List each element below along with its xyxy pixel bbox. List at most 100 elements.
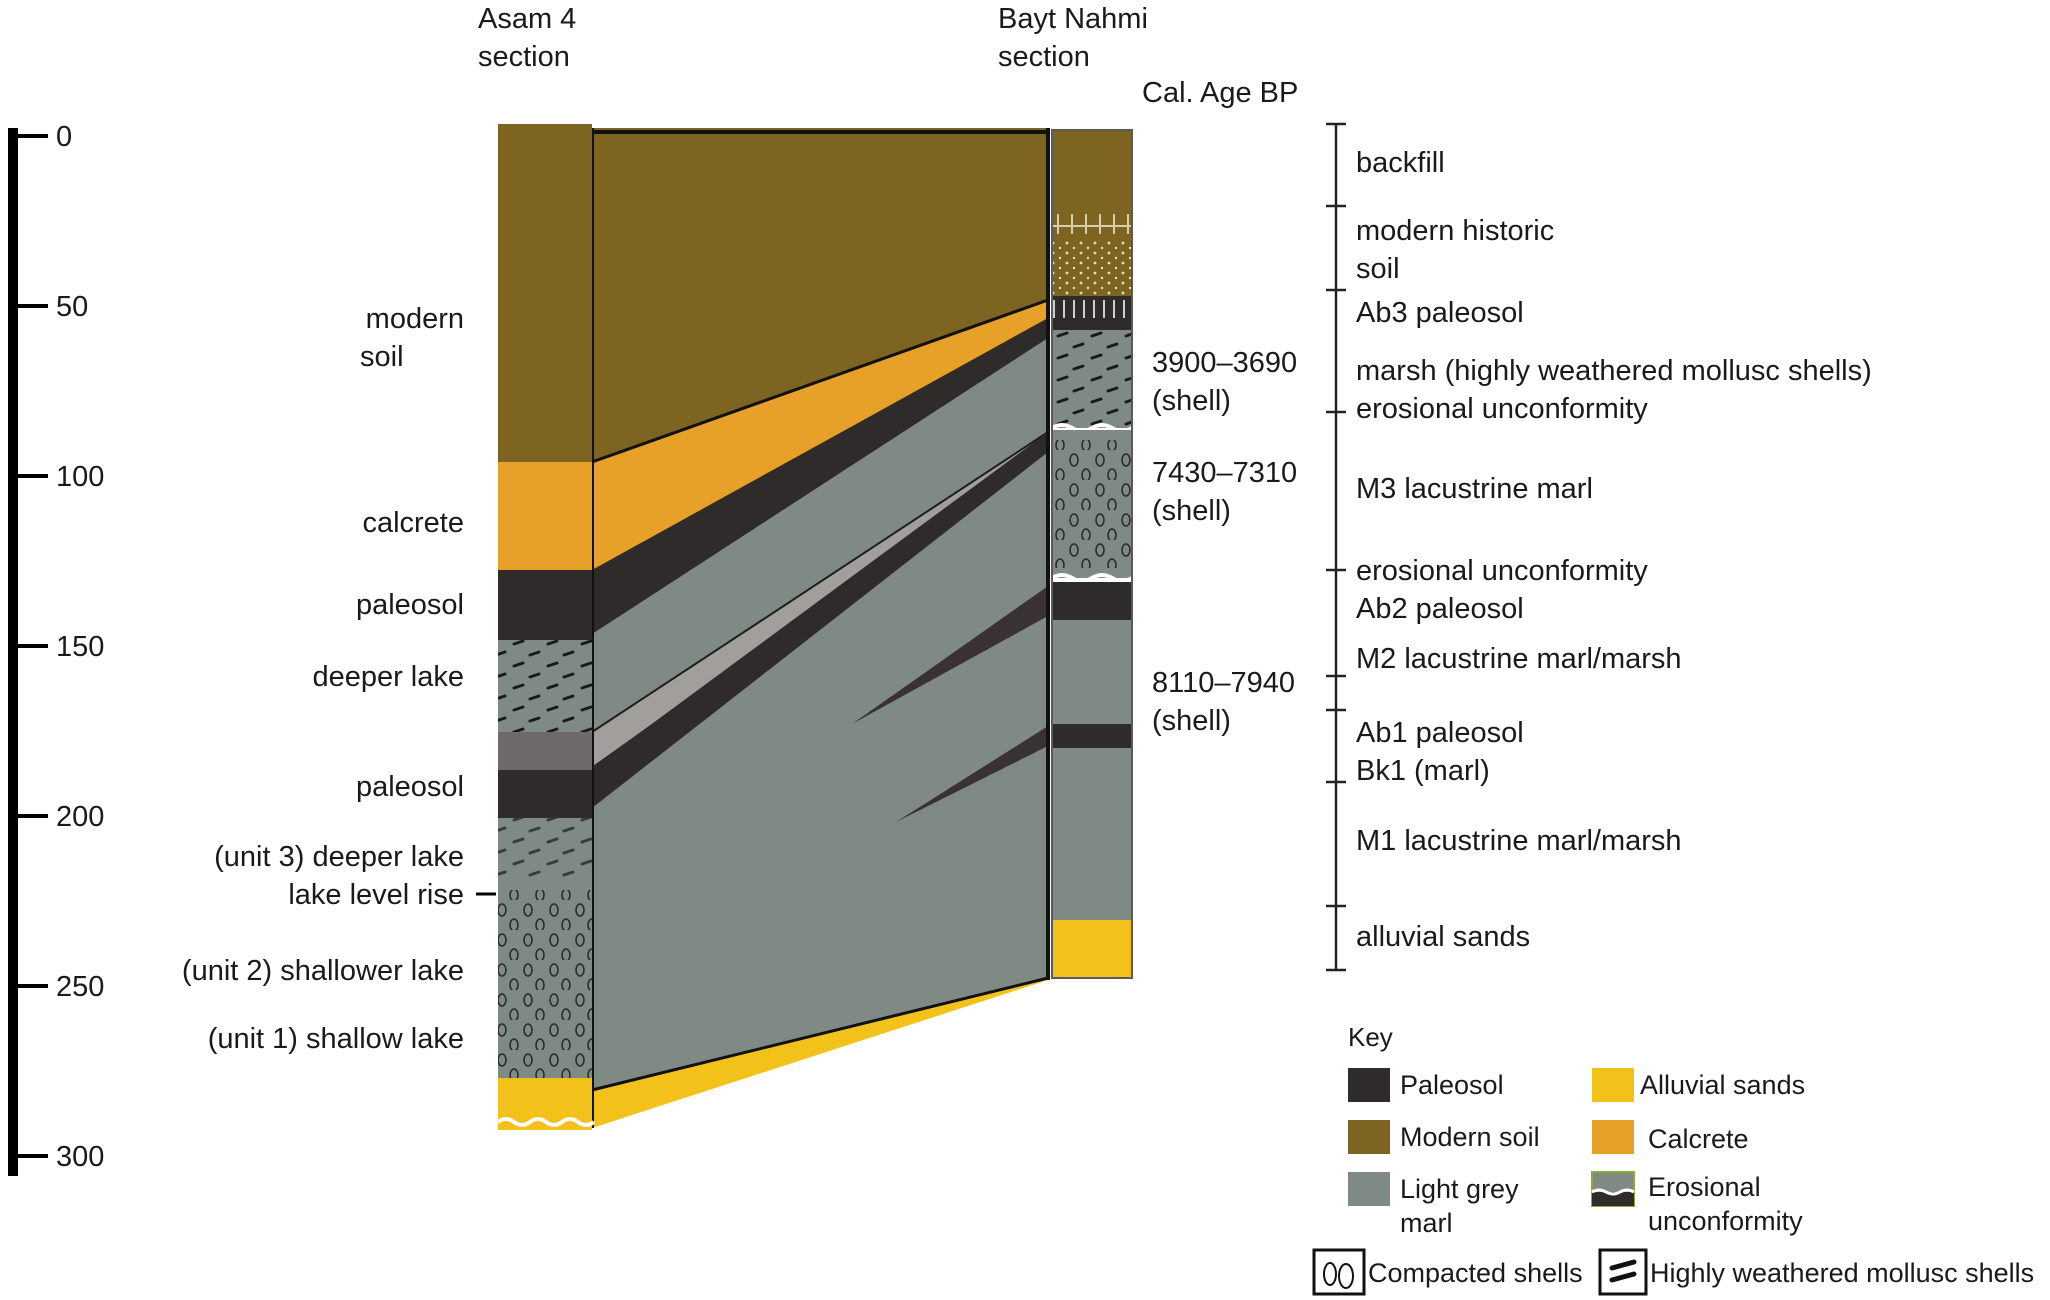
asam-unit3-shells bbox=[498, 818, 592, 878]
unit-m1-marl: M1 lacustrine marl/marsh bbox=[1356, 825, 1682, 857]
legend-item-modern-soil: Modern soil bbox=[1348, 1120, 1540, 1154]
unit-backfill: backfill bbox=[1356, 147, 1445, 179]
scale-tick-label: 250 bbox=[56, 971, 104, 1003]
weathered-shells-icon bbox=[1598, 1248, 1648, 1296]
unit-m3-marl: M3 lacustrine marl bbox=[1356, 473, 1593, 505]
alluvial-swatch-icon bbox=[1592, 1068, 1634, 1102]
unit-bk1-marl: Bk1 (marl) bbox=[1356, 755, 1490, 787]
asam-label-modern-soil-2: soil bbox=[360, 341, 404, 373]
asam-grey-band bbox=[498, 732, 592, 770]
asam-calcrete bbox=[498, 462, 592, 570]
legend-label-modern-soil: Modern soil bbox=[1400, 1122, 1540, 1152]
legend-item-alluvial: Alluvial sands bbox=[1592, 1068, 1805, 1102]
legend-item-weathered-shells: Highly weathered mollusc shells bbox=[1598, 1248, 2034, 1296]
alluvial-fill bbox=[592, 978, 1048, 1128]
marl-swatch-icon bbox=[1348, 1172, 1390, 1206]
scale-tick-label: 50 bbox=[56, 291, 88, 323]
age-3-value: 8110–7940 bbox=[1152, 667, 1295, 699]
bayt-header-line-2: section bbox=[998, 41, 1090, 73]
paleosol-lower-fill bbox=[592, 432, 1048, 808]
unit-bracket bbox=[1326, 122, 1346, 972]
legend-label-paleosol: Paleosol bbox=[1400, 1070, 1504, 1100]
ab1-paleosol-wedge bbox=[896, 726, 1048, 822]
paleosol-upper-fill bbox=[592, 318, 1048, 634]
unit-erosional-unconformity-2: erosional unconformity bbox=[1356, 555, 1648, 587]
legend-title: Key bbox=[1348, 1022, 1393, 1052]
scale-tick-label: 300 bbox=[56, 1141, 104, 1173]
asam-label-calcrete: calcrete bbox=[362, 507, 464, 539]
bayt-marsh-shells bbox=[1052, 330, 1132, 428]
legend-label-alluvial: Alluvial sands bbox=[1640, 1070, 1805, 1100]
asam-paleosol-lower bbox=[498, 770, 592, 818]
legend-label-unconformity-2: unconformity bbox=[1648, 1206, 1803, 1236]
legend-item-calcrete: Calcrete bbox=[1592, 1120, 1749, 1154]
legend-label-unconformity-1: Erosional bbox=[1648, 1172, 1761, 1202]
paleosol-swatch-icon bbox=[1348, 1068, 1390, 1102]
asam-layer-labels: modern soil calcrete paleosol deeper lak… bbox=[182, 303, 496, 1055]
age-3-material: (shell) bbox=[1152, 705, 1231, 737]
unit-erosional-unconformity-1: erosional unconformity bbox=[1356, 393, 1648, 425]
bayt-ab3-paleosol bbox=[1052, 296, 1132, 330]
bayt-m2-marl bbox=[1052, 620, 1132, 724]
legend-item-paleosol: Paleosol bbox=[1348, 1068, 1504, 1102]
unit-marsh: marsh (highly weathered mollusc shells) bbox=[1356, 355, 1872, 387]
asam-column bbox=[496, 124, 596, 1130]
asam-label-deeper-lake: deeper lake bbox=[312, 661, 464, 693]
asam-label-paleosol-2: paleosol bbox=[356, 771, 464, 803]
age-2-value: 7430–7310 bbox=[1152, 457, 1297, 489]
legend-item-unconformity: Erosional unconformity bbox=[1591, 1171, 1803, 1236]
legend-label-weathered-shells: Highly weathered mollusc shells bbox=[1650, 1258, 2034, 1288]
legend-item-marl: Light grey marl bbox=[1348, 1172, 1519, 1238]
unit-ab3-paleosol: Ab3 paleosol bbox=[1356, 297, 1524, 329]
scale-bar bbox=[8, 128, 18, 1176]
unit-ab1-paleosol: Ab1 paleosol bbox=[1356, 717, 1524, 749]
unit-modern-historic-soil-1: modern historic bbox=[1356, 215, 1554, 247]
modern-soil-fill bbox=[592, 128, 1048, 462]
asam-weathered-shells bbox=[498, 640, 592, 732]
bayt-header-line-1: Bayt Nahmi bbox=[998, 3, 1148, 35]
asam-label-unit3-1: (unit 3) deeper lake bbox=[214, 841, 464, 873]
modern-soil-swatch-icon bbox=[1348, 1120, 1390, 1154]
asam-paleosol-upper bbox=[498, 570, 592, 640]
unit-ab2-paleosol: Ab2 paleosol bbox=[1356, 593, 1524, 625]
bayt-ab1-paleosol bbox=[1052, 724, 1132, 748]
unit-modern-historic-soil-2: soil bbox=[1356, 253, 1400, 285]
asam-modern-soil bbox=[498, 124, 592, 462]
scale-tick-label: 150 bbox=[56, 631, 104, 663]
scale-tick-label: 200 bbox=[56, 801, 104, 833]
asam-section-header: Asam 4 section bbox=[478, 3, 576, 73]
legend-item-compacted-shells: Compacted shells bbox=[1312, 1248, 1583, 1296]
asam-compacted-shells bbox=[498, 890, 592, 1078]
calcrete-fill bbox=[592, 300, 1048, 570]
age-1-value: 3900–3690 bbox=[1152, 347, 1297, 379]
bayt-soil-dots bbox=[1052, 240, 1132, 296]
unit-alluvial-sands: alluvial sands bbox=[1356, 921, 1530, 953]
bayt-section-header: Bayt Nahmi section bbox=[998, 3, 1148, 73]
bayt-ab2-paleosol bbox=[1052, 582, 1132, 620]
legend: Key Paleosol Alluvial sands Modern soil … bbox=[1312, 1022, 2034, 1296]
asam-label-paleosol-1: paleosol bbox=[356, 589, 464, 621]
scale-tick-label: 100 bbox=[56, 461, 104, 493]
asam-label-unit3-2: lake level rise bbox=[288, 879, 464, 911]
age-1-material: (shell) bbox=[1152, 385, 1231, 417]
asam-header-line-1: Asam 4 bbox=[478, 3, 576, 35]
asam-label-modern-soil-1: modern bbox=[366, 303, 464, 335]
legend-label-compacted-shells: Compacted shells bbox=[1368, 1258, 1583, 1288]
legend-label-marl-2: marl bbox=[1400, 1208, 1453, 1238]
bayt-m1-marl bbox=[1052, 748, 1132, 920]
asam-label-unit1: (unit 1) shallow lake bbox=[208, 1023, 464, 1055]
asam-header-line-2: section bbox=[478, 41, 570, 73]
legend-label-calcrete: Calcrete bbox=[1648, 1124, 1749, 1154]
unit-labels: backfill modern historic soil Ab3 paleos… bbox=[1356, 147, 1872, 953]
unit-m2-marl: M2 lacustrine marl/marsh bbox=[1356, 643, 1682, 675]
bayt-column bbox=[1050, 129, 1134, 979]
ab2-paleosol-wedge bbox=[852, 586, 1048, 724]
calcrete-swatch-icon bbox=[1592, 1120, 1634, 1154]
age-header: Cal. Age BP bbox=[1142, 77, 1298, 109]
correlation-panel bbox=[590, 128, 1050, 1128]
bayt-m3-shells bbox=[1052, 440, 1132, 568]
bayt-alluvial bbox=[1052, 920, 1132, 978]
age-labels: 3900–3690 (shell) 7430–7310 (shell) 8110… bbox=[1152, 347, 1297, 737]
